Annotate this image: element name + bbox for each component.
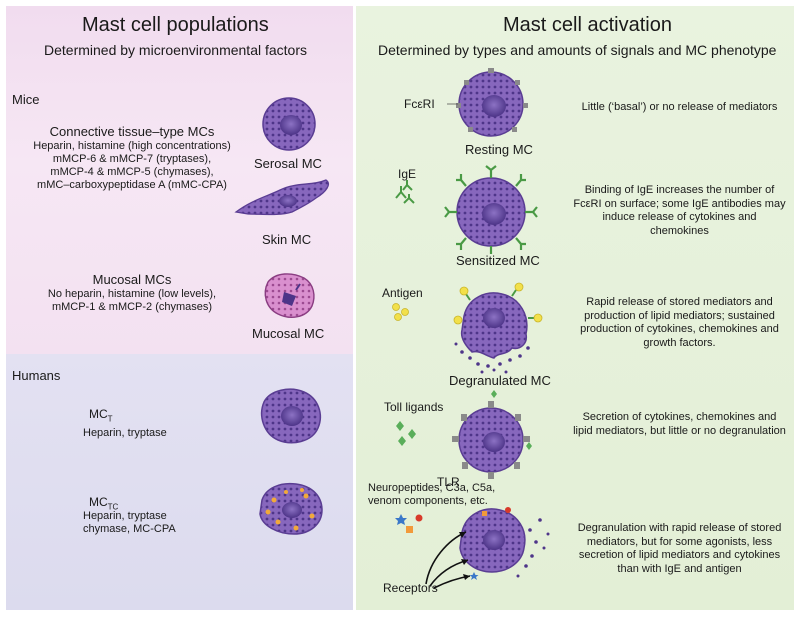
- sensitized-mc-cell: [444, 165, 538, 254]
- agonist-icons: [395, 514, 423, 533]
- tlr-desc: Secretion of cytokines, chemokines and l…: [573, 411, 786, 437]
- degranulated-mc-cell: [453, 282, 543, 374]
- sensitized-desc: Binding of IgE increases the number of F…: [573, 184, 786, 237]
- mctc-line-2: chymase, MC-CPA: [83, 523, 176, 535]
- ige-label: IgE: [398, 167, 417, 181]
- populations-title: Mast cell populations: [82, 14, 269, 36]
- receptor-mc-cell: [425, 507, 550, 589]
- agonists-label: Neuropeptides, C3a, C5a, venom component…: [368, 482, 496, 507]
- mct-name: MCT: [89, 407, 113, 424]
- resting-mc-label: Resting MC: [465, 142, 533, 157]
- receptors-desc: Degranulation with rapid release of stor…: [577, 522, 782, 575]
- connective-line-3: mMCP-4 & mMCP-5 (chymases),: [50, 166, 214, 178]
- sensitized-mc-label: Sensitized MC: [456, 253, 540, 268]
- degranulated-mc-label: Degranulated MC: [449, 373, 551, 388]
- tlr-mc-cell: [452, 390, 532, 479]
- mucosal-line-1: No heparin, histamine (low levels),: [47, 288, 217, 300]
- activation-subtitle: Determined by types and amounts of signa…: [378, 42, 777, 58]
- mucosal-mc-cell: [264, 273, 315, 318]
- toll-ligands-label: Toll ligands: [384, 400, 444, 414]
- connective-heading: Connective tissue–type MCs: [49, 124, 215, 139]
- degranulated-desc: Rapid release of stored mediators and pr…: [580, 296, 779, 349]
- ige-icon: [395, 180, 415, 204]
- mctc-cell: [259, 482, 323, 535]
- activation-title: Mast cell activation: [503, 14, 672, 36]
- mucosal-mc-label: Mucosal MC: [252, 326, 325, 341]
- skin-mc-cell: [234, 179, 330, 216]
- receptors-label: Receptors: [383, 581, 438, 595]
- mucosal-line-2: mMCP-1 & mMCP-2 (chymases): [51, 301, 213, 313]
- antigen-icon: [392, 303, 409, 321]
- mast-cell-activation-panel: [356, 6, 794, 610]
- serosal-mc-cell: [262, 97, 316, 151]
- tlr-label: TLR: [437, 475, 460, 489]
- mucosal-heading: Mucosal MCs: [92, 272, 172, 287]
- mct-line: Heparin, tryptase: [83, 427, 167, 439]
- mctc-name: MCTC: [89, 495, 119, 512]
- mct-cell: [260, 388, 322, 444]
- resting-mc-cell: [447, 68, 528, 137]
- populations-subtitle: Determined by microenvironmental factors: [44, 42, 307, 58]
- connective-line-4: mMC–carboxypeptidase A (mMC-CPA): [37, 179, 227, 191]
- fceri-label: FcεRI: [404, 97, 435, 111]
- connective-line-2: mMCP-6 & mMCP-7 (tryptases),: [52, 153, 212, 165]
- skin-mc-label: Skin MC: [262, 232, 312, 247]
- resting-desc: Little (‘basal’) or no release of mediat…: [581, 101, 778, 113]
- connective-line-1: Heparin, histamine (high concentrations): [33, 140, 231, 152]
- mice-label: Mice: [12, 92, 40, 107]
- serosal-mc-label: Serosal MC: [254, 156, 322, 171]
- mctc-line-1: Heparin, tryptase: [83, 510, 167, 522]
- toll-ligand-icon: [396, 421, 416, 446]
- humans-label: Humans: [12, 368, 61, 383]
- antigen-label: Antigen: [382, 286, 423, 300]
